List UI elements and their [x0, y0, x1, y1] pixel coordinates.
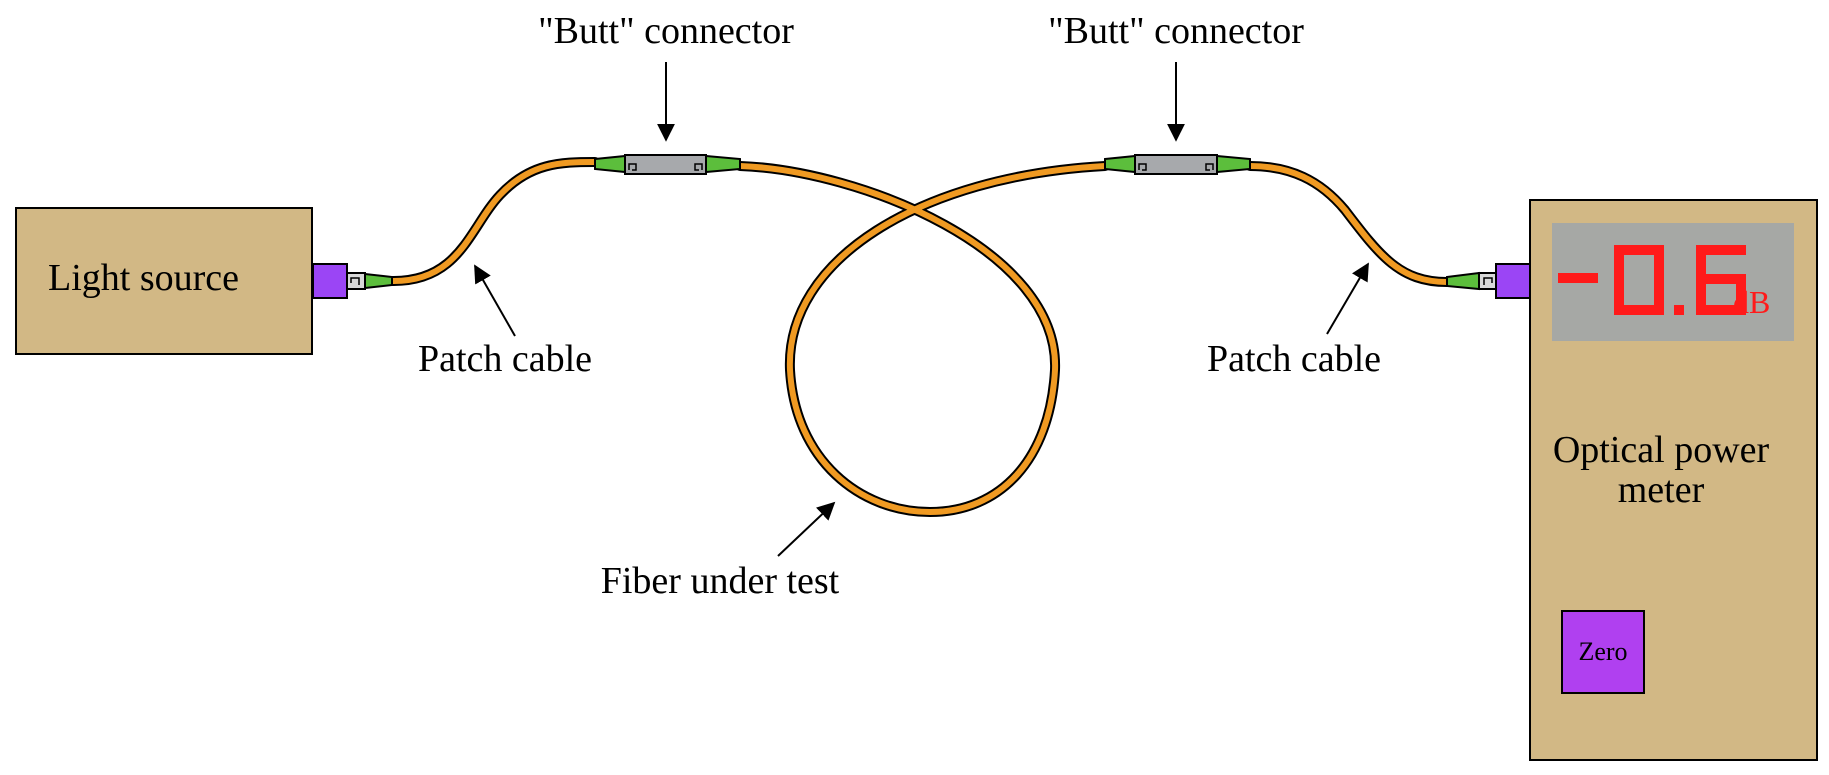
patch-cable-right-label: Patch cable: [1207, 338, 1381, 380]
meter-display: dB -0.6: [1552, 223, 1794, 341]
butt-connector-right: [1104, 154, 1251, 175]
light-source-box: Light source: [15, 207, 313, 355]
meter-label-line2: meter: [1618, 469, 1705, 511]
fiber-cables: [387, 157, 1452, 517]
display-decimal-point: [1674, 305, 1684, 315]
meter-label-line1: Optical power: [1553, 429, 1770, 471]
butt-connector-left-label: "Butt" connector: [538, 10, 794, 52]
display-unit: dB: [1733, 284, 1770, 320]
patch-cable-right-arrow: [1326, 262, 1369, 335]
butt-connector-right-label: "Butt" connector: [1048, 10, 1304, 52]
light-source-label: Light source: [48, 257, 239, 299]
butt-connector-left: [594, 154, 741, 175]
optical-power-meter: dB -0.6 Optical power meter Zero: [1529, 199, 1818, 761]
fiber-under-test-arrow: [777, 501, 836, 557]
display-minus-segment: [1558, 273, 1598, 283]
light-source-port: [312, 263, 348, 299]
patch-cable-right: [1245, 161, 1452, 287]
zero-button-label: Zero: [1578, 637, 1627, 666]
display-digit-six: [1696, 245, 1746, 315]
patch-cable-left-arrow: [474, 264, 516, 337]
zero-button[interactable]: Zero: [1561, 610, 1645, 694]
power-meter-connector: [1446, 271, 1497, 291]
fiber-under-test-label: Fiber under test: [601, 560, 840, 602]
annotations: "Butt" connector "Butt" connector Patch …: [418, 10, 1381, 602]
power-meter-port: [1495, 263, 1531, 299]
patch-cable-left: [387, 157, 600, 287]
light-source-connector: [346, 272, 393, 290]
patch-cable-left-label: Patch cable: [418, 338, 592, 380]
display-digit-zero: [1614, 245, 1664, 315]
